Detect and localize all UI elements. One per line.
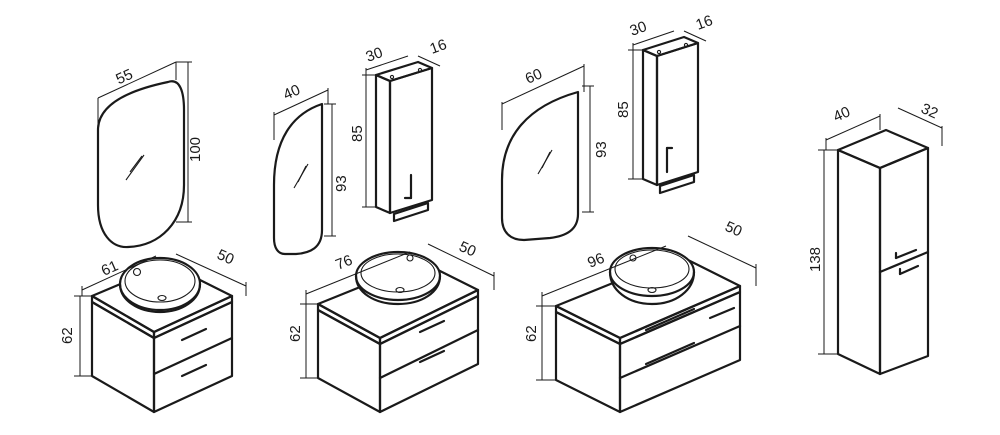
width-label: 30 (628, 18, 649, 40)
width-label: 60 (523, 65, 545, 87)
cabinet-front (618, 290, 742, 414)
drawer-handle (418, 319, 446, 334)
depth-label: 32 (918, 100, 940, 122)
door-handle-upper (894, 248, 918, 260)
cabinet-front (388, 66, 434, 215)
wall-cabinet-2: 30 16 85 (615, 12, 715, 195)
wall-cabinet-1: 30 16 85 (349, 36, 449, 223)
cabinet-base (392, 201, 430, 223)
mirror-outline (272, 102, 324, 256)
height-label: 93 (593, 141, 610, 158)
drawer-split (152, 336, 234, 376)
cabinet-base (658, 173, 696, 195)
door-handle-lower (898, 264, 920, 276)
width-label: 40 (831, 103, 853, 125)
height-label: 100 (187, 137, 204, 162)
drawer-handle (180, 327, 208, 342)
mirror-half-40: 40 93 (272, 81, 350, 256)
height-label: 85 (349, 125, 366, 142)
height-label: 62 (287, 325, 304, 342)
width-label: 96 (585, 250, 607, 272)
height-label: 62 (523, 325, 540, 342)
vanity-96: 96 50 62 (523, 218, 757, 414)
glass-reflection-line (125, 154, 145, 181)
cabinet-front (655, 41, 700, 187)
mirror-outline (96, 80, 186, 249)
height-label: 138 (807, 247, 824, 272)
drain (395, 286, 405, 294)
basin (608, 246, 696, 298)
vanity-61: 61 50 62 (59, 246, 247, 414)
depth-label: 50 (214, 246, 236, 268)
drawer-split (618, 324, 742, 380)
cabinet-front (152, 300, 234, 414)
width-label: 55 (113, 66, 135, 88)
drawer-handle (180, 363, 208, 378)
glass-reflection-line (293, 163, 309, 189)
width-label: 30 (364, 44, 385, 66)
mirror-outline (500, 90, 580, 242)
height-label: 62 (59, 327, 76, 344)
vanity-76: 76 50 62 (287, 238, 495, 414)
width-label: 40 (281, 81, 303, 103)
cabinet-top (836, 128, 930, 170)
drain (157, 294, 167, 302)
drawer-split (378, 328, 480, 380)
drawer-handle (644, 341, 696, 366)
cabinet-side (90, 300, 156, 414)
width-dimension-line (97, 61, 177, 99)
overflow-hole (132, 267, 142, 277)
cabinet-side (641, 48, 659, 187)
depth-label: 50 (456, 238, 478, 260)
cabinet-side (836, 148, 882, 376)
drain (647, 286, 657, 294)
cabinet-side (554, 310, 622, 414)
depth-label: 16 (428, 36, 449, 58)
height-label: 85 (615, 101, 632, 118)
depth-label: 16 (694, 12, 715, 34)
width-dimension-line (501, 65, 585, 105)
width-dimension-line (273, 89, 329, 116)
glass-reflection-line (129, 155, 143, 173)
door-split (878, 250, 930, 274)
mirror-half-60: 60 93 (500, 64, 610, 242)
overflow-hole (406, 254, 414, 262)
cabinet-front (878, 146, 930, 376)
cabinet-front (378, 294, 480, 414)
cabinet-side (316, 308, 382, 414)
tall-cabinet: 40 32 138 (807, 100, 943, 376)
width-label: 61 (99, 257, 121, 279)
drawer-handle (418, 349, 446, 364)
mirror-oval-55: 55 100 (96, 61, 204, 249)
height-label: 93 (333, 175, 350, 192)
cabinet-side (374, 73, 392, 215)
depth-label: 50 (722, 218, 744, 240)
width-label: 76 (333, 252, 355, 274)
glass-reflection-line (537, 149, 553, 175)
drawer-handle (644, 307, 696, 332)
